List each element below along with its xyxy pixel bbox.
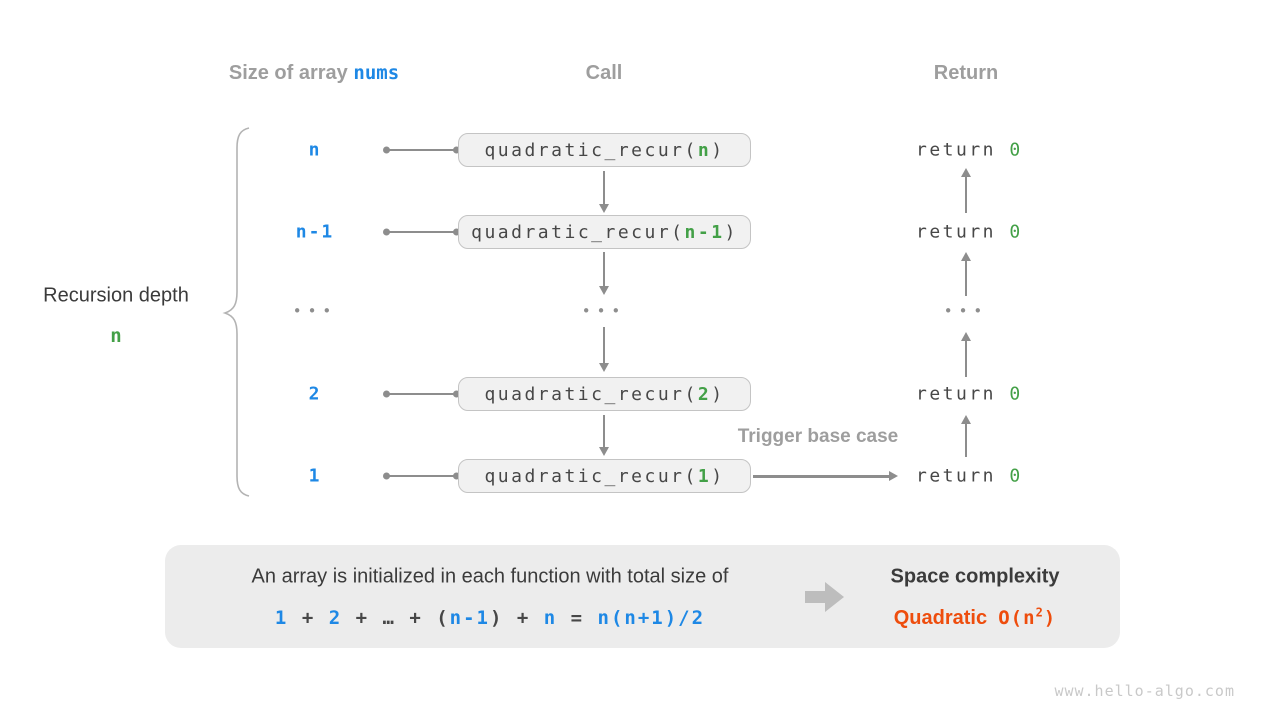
return-statement: return 0: [916, 465, 1023, 487]
space-complexity-value: Quadratic O(n2): [820, 606, 1130, 630]
call-text: quadratic_recur(2): [484, 383, 725, 405]
up-arrow: [964, 260, 967, 296]
recursion-depth-value: n: [110, 325, 122, 347]
down-arrow: [602, 327, 605, 364]
call-arg: n-1: [684, 221, 725, 243]
right-block-arrow-icon: [805, 582, 845, 612]
down-arrow: [602, 252, 605, 287]
connector-line: [388, 475, 456, 477]
call-text: quadratic_recur(1): [484, 465, 725, 487]
return-value: 0: [1009, 465, 1023, 487]
up-arrow: [964, 423, 967, 457]
size-label-n: n: [308, 139, 322, 161]
call-arg: n: [697, 139, 712, 161]
summary-panel: An array is initialized in each function…: [165, 545, 1120, 648]
return-statement: return 0: [916, 139, 1023, 161]
summary-text: An array is initialized in each function…: [251, 565, 729, 588]
base-case-arrow: [753, 475, 889, 478]
up-arrow: [964, 176, 967, 213]
ellipsis-return: •••: [943, 302, 989, 320]
trigger-base-case-label: Trigger base case: [737, 426, 899, 447]
summary-formula: 1 + 2 + … + (n-1) + n = n(n+1)/2: [274, 607, 706, 629]
call-text: quadratic_recur(n-1): [471, 221, 738, 243]
call-box-1: quadratic_recur(1): [458, 459, 751, 493]
big-o-notation: O(n2): [998, 605, 1057, 630]
size-header-text: Size of array: [228, 62, 354, 84]
call-box-n: quadratic_recur(n): [458, 133, 751, 167]
size-label-2: 2: [308, 383, 322, 405]
return-value: 0: [1009, 221, 1023, 243]
call-arg: 1: [697, 465, 712, 487]
return-value: 0: [1009, 139, 1023, 161]
call-box-n-1: quadratic_recur(n-1): [458, 215, 751, 249]
size-label-1: 1: [308, 465, 322, 487]
size-label-n-1: n-1: [295, 221, 335, 243]
ellipsis-call: •••: [581, 302, 627, 320]
down-arrow: [602, 171, 605, 205]
call-box-2: quadratic_recur(2): [458, 377, 751, 411]
return-value: 0: [1009, 383, 1023, 405]
call-text: quadratic_recur(n): [484, 139, 725, 161]
return-statement: return 0: [916, 221, 1023, 243]
return-statement: return 0: [916, 383, 1023, 405]
size-header-code: nums: [353, 62, 400, 84]
recursion-depth-label: Recursion depth: [43, 284, 189, 307]
column-header-size: Size of array nums: [154, 62, 474, 85]
up-arrow: [964, 340, 967, 377]
column-header-return: Return: [933, 62, 999, 84]
down-arrow: [602, 415, 605, 448]
complexity-word: Quadratic: [893, 607, 988, 630]
connector-line: [388, 231, 456, 233]
connector-line: [388, 393, 456, 395]
call-arg: 2: [697, 383, 712, 405]
space-complexity-title: Space complexity: [890, 565, 1060, 588]
curly-brace: [222, 127, 250, 497]
column-header-call: Call: [585, 62, 623, 84]
ellipsis-size: •••: [292, 302, 338, 320]
watermark: www.hello-algo.com: [1054, 682, 1235, 700]
connector-line: [388, 149, 456, 151]
